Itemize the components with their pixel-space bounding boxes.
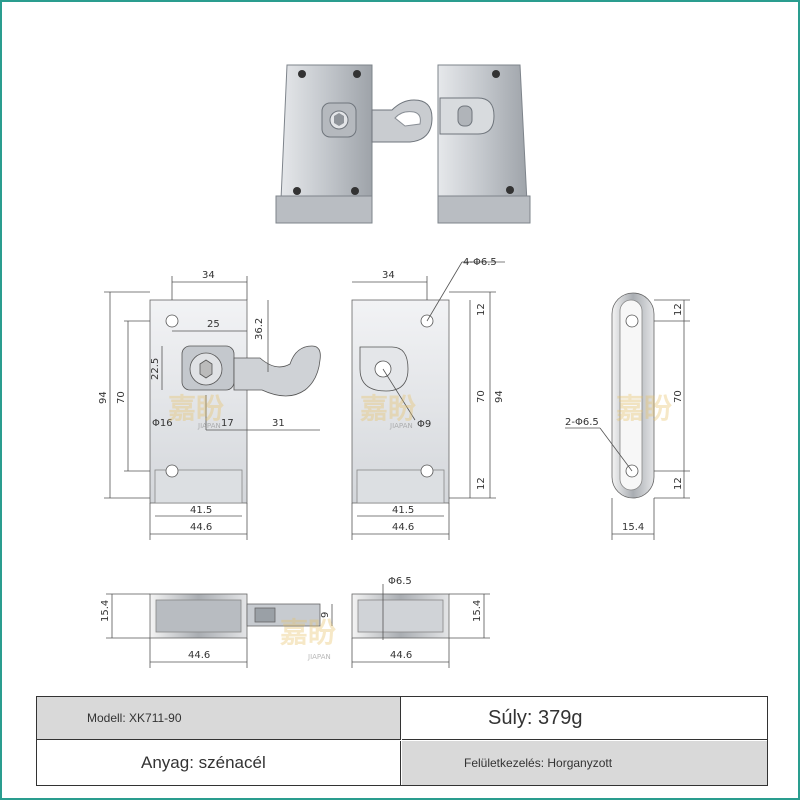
front-view-left xyxy=(104,276,321,540)
fvr-label-phi9: Φ9 xyxy=(417,419,431,430)
spec-surface: Felületkezelés: Horganyzott xyxy=(402,741,767,785)
fvr-label-12bot: 12 xyxy=(476,477,487,490)
bv-label-right446: 44.6 xyxy=(390,650,412,661)
photo-pin xyxy=(457,105,473,127)
fvl-label-362: 36.2 xyxy=(254,318,265,340)
front-view-right xyxy=(351,261,505,540)
fvr-label-446: 44.6 xyxy=(392,522,414,533)
fvl-label-31: 31 xyxy=(272,418,285,429)
spec-material: Anyag: szénacél xyxy=(37,741,401,785)
sv-label-holes: 2-Φ6.5 xyxy=(565,417,599,428)
photo-hook-notch xyxy=(394,111,421,127)
watermark-text-1: JIAPAN xyxy=(197,422,221,430)
fvr-hole-bottom xyxy=(420,464,434,478)
sv-label-70: 70 xyxy=(673,390,684,403)
fvl-label-17: 17 xyxy=(221,418,234,429)
sv-label-154: 15.4 xyxy=(622,522,644,533)
bv-label-right154: 15.4 xyxy=(472,600,483,622)
fvl-label-446: 44.6 xyxy=(190,522,212,533)
fvl-hook xyxy=(233,345,321,397)
watermark-text-2: JIAPAN xyxy=(389,422,413,430)
fvl-label-225: 22.5 xyxy=(150,358,161,380)
photo-hex-socket xyxy=(334,113,344,126)
photo-right-base xyxy=(437,195,531,224)
photo-left-base xyxy=(275,195,373,224)
fvl-label-25: 25 xyxy=(207,319,220,330)
watermark-logo-3: 嘉盼 xyxy=(616,392,672,425)
photo-hole-br xyxy=(351,187,359,195)
fvl-hole-top xyxy=(165,314,179,328)
photo-hole-rbr xyxy=(506,186,514,194)
bv-label-phi65: Φ6.5 xyxy=(388,576,412,587)
photo-hole-bl xyxy=(293,187,301,195)
bv-label-left446: 44.6 xyxy=(188,650,210,661)
sv-hole-top xyxy=(625,314,639,328)
watermarks: 嘉盼 JIAPAN 嘉盼 JIAPAN 嘉盼 嘉盼 JIAPAN xyxy=(168,392,672,661)
spec-model: Modell: XK711-90 xyxy=(37,697,401,740)
bottom-view xyxy=(106,584,490,668)
fvr-label-12top: 12 xyxy=(476,303,487,316)
fvl-label-70: 70 xyxy=(116,391,127,404)
watermark-text-4: JIAPAN xyxy=(307,653,331,661)
fvr-leader-holes xyxy=(426,261,463,322)
side-view xyxy=(565,292,690,540)
fvl-label-phi16: Φ16 xyxy=(152,418,173,429)
bv-label-left154: 15.4 xyxy=(100,600,111,622)
sv-leader xyxy=(599,427,633,472)
dimension-labels: 34 25 36.2 22.5 94 70 Φ16 17 31 41.5 44.… xyxy=(98,257,684,661)
watermark-logo-1: 嘉盼 xyxy=(168,392,224,425)
fvl-label-34: 34 xyxy=(202,270,215,281)
fvr-label-94: 94 xyxy=(494,390,505,403)
fvr-label-holes: 4-Φ6.5 xyxy=(463,257,497,268)
photo-hole-tr xyxy=(353,70,361,78)
sv-label-12top: 12 xyxy=(673,303,684,316)
spec-table: Modell: XK711-90 Súly: 379g Anyag: széna… xyxy=(36,696,768,786)
fvr-label-70: 70 xyxy=(476,390,487,403)
fvl-label-415: 41.5 xyxy=(190,505,212,516)
photo-hole-rtr xyxy=(492,70,500,78)
product-photo xyxy=(275,64,531,224)
fvl-hole-bottom xyxy=(165,464,179,478)
fvl-label-94: 94 xyxy=(98,391,109,404)
fvl-hex xyxy=(199,359,213,379)
bv-label-9: 9 xyxy=(320,612,331,618)
spec-weight: Súly: 379g xyxy=(402,697,767,740)
fvr-leader-pin xyxy=(382,368,416,421)
fvr-label-34: 34 xyxy=(382,270,395,281)
sv-label-12bot: 12 xyxy=(673,477,684,490)
photo-hole-tl xyxy=(298,70,306,78)
sv-inner xyxy=(619,299,643,491)
watermark-logo-2: 嘉盼 xyxy=(360,392,416,425)
watermark-logo-4: 嘉盼 xyxy=(280,616,336,649)
fvr-label-415: 41.5 xyxy=(392,505,414,516)
